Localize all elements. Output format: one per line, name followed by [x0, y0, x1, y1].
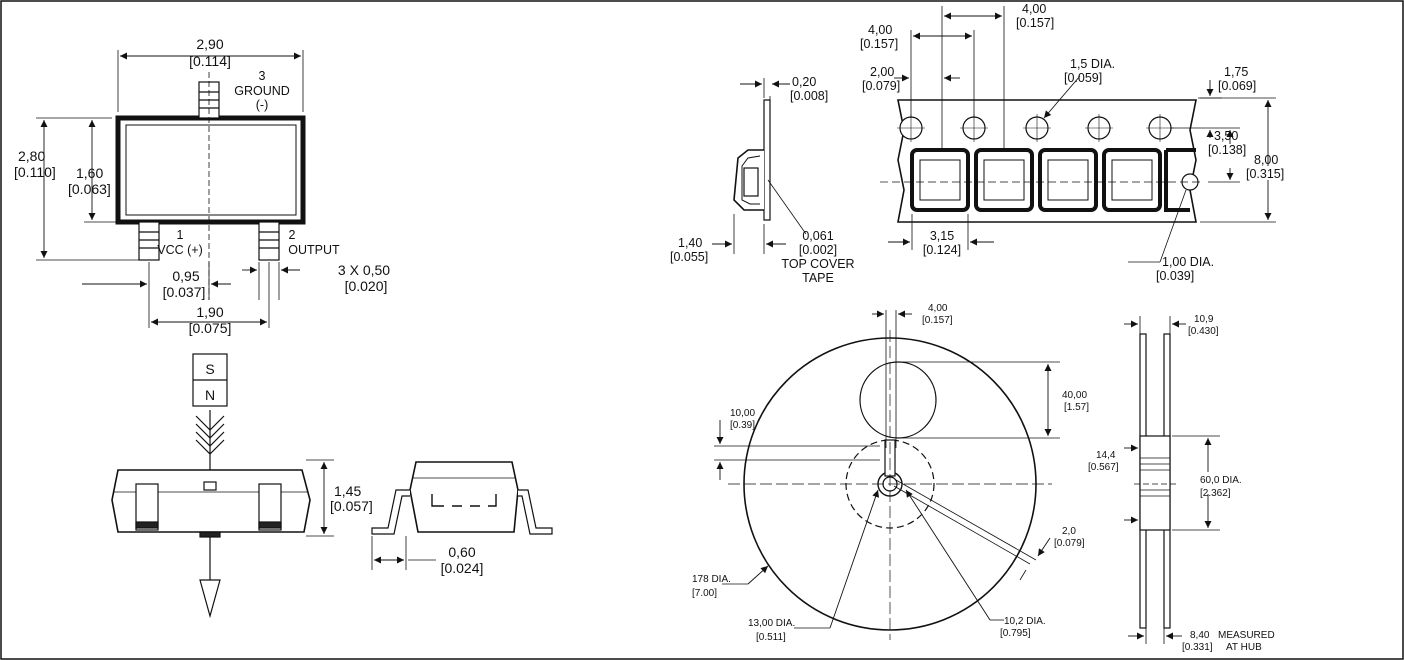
hole-center-in: [0.138]	[1208, 143, 1246, 157]
hole-center-mm: 3,50	[1214, 129, 1238, 143]
hub-width-in: [0.567]	[1088, 462, 1119, 473]
pin-pitch-mm: 1,90	[196, 304, 223, 320]
carrier-tape-labels: 4,00 [0.157] 4,00 [0.157] 2,00 [0.079] 1…	[860, 2, 1284, 283]
pin-offset-mm: 0,95	[172, 268, 199, 284]
window-in: [1.57]	[1064, 402, 1089, 413]
body-height-in: [0.063]	[68, 181, 111, 197]
reel-front-labels: 4,00 [0.157] 40,00 [1.57] 10,00 [0.39] 2…	[692, 303, 1089, 643]
hub-measure-in: [0.331]	[1182, 642, 1213, 653]
reel-side-view	[1124, 316, 1220, 644]
body-height-mm: 1,60	[76, 165, 103, 181]
hole-pocket-mm: 2,00	[870, 65, 894, 79]
edge-in: [0.069]	[1218, 79, 1256, 93]
slot-gap-mm: 10,00	[730, 408, 755, 419]
outer-width-mm: 10,9	[1194, 314, 1214, 325]
hub-width-mm: 14,4	[1096, 450, 1116, 461]
width-in: [0.114]	[189, 53, 231, 69]
magnet-north: N	[205, 387, 215, 403]
side-height-in: [0.057]	[330, 498, 373, 514]
drive-mm: 10,2 DIA.	[1004, 616, 1046, 627]
pocket-depth-mm: 1,40	[678, 236, 702, 250]
pin-1	[138, 221, 160, 261]
pin-width-mm: 3 X 0,50	[338, 262, 390, 278]
pocket-hole-in: [0.039]	[1156, 269, 1194, 283]
hub-dia-in: [2.362]	[1200, 488, 1231, 499]
package-body	[115, 115, 306, 225]
width-mm: 2,90	[196, 36, 223, 52]
tape-section-labels: 0,20 [0.008] 1,40 [0.055] 0,061 [0.002] …	[670, 75, 855, 285]
tape-section	[712, 78, 807, 254]
reel-dia-in: [7.00]	[692, 588, 717, 599]
magnet	[192, 353, 228, 407]
pin1-name: VCC (+)	[157, 243, 203, 257]
reel-side-labels: 10,9 [0.430] 14,4 [0.567] 60,0 DIA. [2.3…	[1088, 314, 1275, 653]
sensor-side-view	[111, 459, 334, 538]
sensor-top-labels: 2,90 [0.114] 3 GROUND (-) 2,80 [0.110] 1…	[14, 36, 390, 336]
hub-dia-mm: 60,0 DIA.	[1200, 475, 1242, 486]
sprocket-in: [0.059]	[1064, 71, 1102, 85]
pin-offset-in: [0.037]	[163, 284, 206, 300]
field-arrows	[195, 410, 225, 619]
side-height-mm: 1,45	[334, 483, 361, 499]
pitch-in: [0.157]	[860, 37, 898, 51]
height-mm: 2,80	[18, 148, 45, 164]
pin3-name: GROUND	[234, 84, 290, 98]
pitch-top-in: [0.157]	[1016, 16, 1054, 30]
window-mm: 40,00	[1062, 390, 1087, 401]
reel-front-view	[714, 310, 1060, 640]
pin2-number: 2	[289, 228, 296, 242]
key-mm: 2,0	[1062, 526, 1076, 537]
cover-label2: TAPE	[802, 271, 834, 285]
cover-label1: TOP COVER	[781, 257, 854, 271]
tape-width-in: [0.315]	[1246, 167, 1284, 181]
outer-width-in: [0.430]	[1188, 326, 1219, 337]
pitch-top-mm: 4,00	[1022, 2, 1046, 16]
carrier-tape	[880, 6, 1276, 263]
arbor-mm: 13,00 DIA.	[748, 618, 795, 629]
slot-width-mm: 4,00	[928, 303, 948, 314]
tape-width-mm: 8,00	[1254, 153, 1278, 167]
edge-mm: 1,75	[1224, 65, 1248, 79]
drive-in: [0.795]	[1000, 628, 1031, 639]
hub-measure-label1: MEASURED	[1218, 630, 1275, 641]
lead-mm: 0,60	[448, 544, 475, 560]
pocket-depth-in: [0.055]	[670, 250, 708, 264]
key-in: [0.079]	[1054, 538, 1085, 549]
sprocket-mm: 1,5 DIA.	[1070, 57, 1115, 71]
cover-in: [0.002]	[799, 243, 837, 257]
slot-width-in: [0.157]	[922, 315, 953, 326]
pocket-width-in: [0.124]	[923, 243, 961, 257]
tape-thickness-in: [0.008]	[790, 89, 828, 103]
pin1-number: 1	[177, 228, 184, 242]
slot-gap-in: [0.39]	[730, 420, 755, 431]
pin-2	[258, 221, 280, 261]
pocket-hole-mm: 1,00 DIA.	[1162, 255, 1214, 269]
pocket-width-mm: 3,15	[930, 229, 954, 243]
reel-dia-mm: 178 DIA.	[692, 574, 731, 585]
magnet-south: S	[205, 361, 214, 377]
cover-mm: 0,061	[802, 229, 833, 243]
hole-pocket-in: [0.079]	[862, 79, 900, 93]
sensor-top-view	[36, 50, 306, 328]
lead-in: [0.024]	[441, 560, 484, 576]
hub-measure-label2: AT HUB	[1226, 642, 1262, 653]
tape-thickness-mm: 0,20	[792, 75, 816, 89]
sensor-end-view	[371, 461, 553, 570]
arbor-in: [0.511]	[756, 632, 786, 643]
height-in: [0.110]	[14, 164, 56, 180]
pin2-name: OUTPUT	[288, 243, 340, 257]
reel-window	[859, 361, 937, 439]
pin3-sign: (-)	[256, 98, 269, 112]
pitch-mm: 4,00	[868, 23, 892, 37]
pin-width-in: [0.020]	[345, 278, 388, 294]
hub-measure-mm: 8,40	[1190, 630, 1210, 641]
pin3-number: 3	[259, 69, 266, 83]
pin-pitch-in: [0.075]	[189, 320, 232, 336]
